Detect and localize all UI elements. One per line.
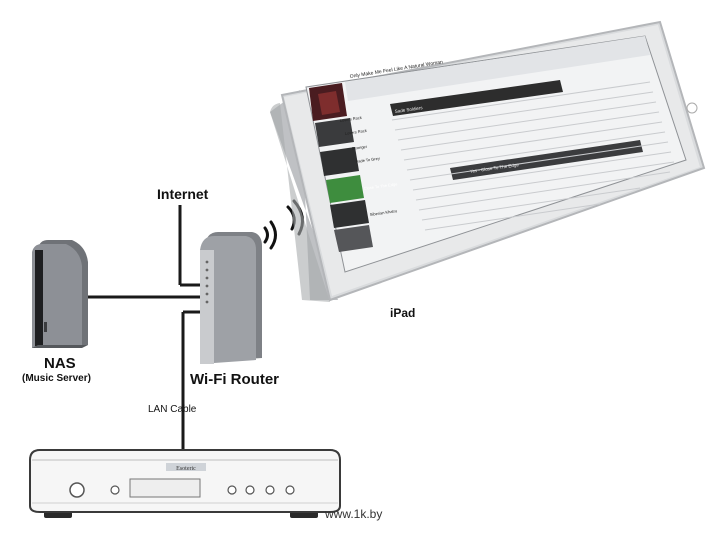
ipad-list-item: Close To The Edge — [363, 181, 398, 191]
network-player-device: Esoteric — [29, 449, 341, 518]
ipad-album-header: Sade Soldiers — [394, 105, 423, 114]
ipad-list-item: Siberian Khatru — [369, 208, 397, 217]
nas-label: NAS — [44, 355, 76, 372]
watermark: www.1k.by — [325, 507, 383, 521]
ipad-device: Only Make Me Feel Like A Natural Woman S… — [270, 20, 706, 302]
wifi-router-device — [200, 232, 262, 364]
ipad-list-item: Lovers Rock — [339, 115, 362, 123]
lan-cable-label: LAN Cable — [148, 404, 197, 415]
internet-label: Internet — [157, 186, 209, 202]
ipad-list-item: Lovers Rock — [344, 128, 367, 136]
nas-device — [32, 240, 88, 348]
nas-sublabel: (Music Server) — [22, 373, 91, 384]
ipad-track-row: Yes - Close To The Edge — [469, 162, 519, 174]
player-brand: Esoteric — [176, 466, 196, 472]
router-label: Wi-Fi Router — [190, 371, 280, 388]
ipad-list-item: Stronger — [351, 144, 368, 151]
ipad-list-item: Fade To Grey — [355, 156, 380, 164]
connection-lines — [88, 205, 205, 450]
ipad-home-button — [686, 102, 698, 114]
ipad-label: iPad — [390, 306, 416, 320]
